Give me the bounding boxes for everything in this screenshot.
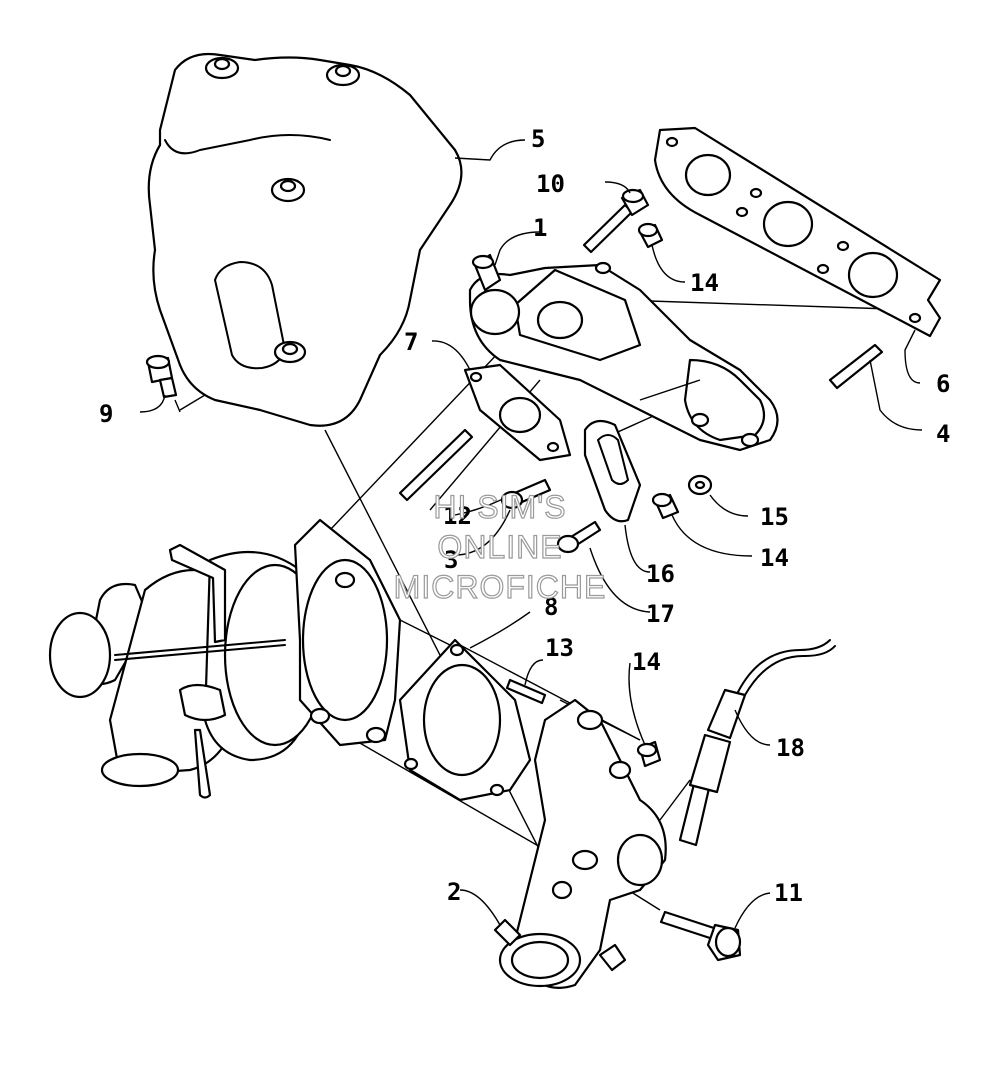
bolt-part-9 [145,354,181,413]
stud-part-13 [505,678,547,705]
heat-shield-part [147,52,463,427]
stud-part-12 [398,428,474,502]
bolt-part-11 [659,910,742,962]
callout-5: 5 [531,125,545,153]
leader-lines [139,139,923,929]
watermark-line-3: MICROFICHE [394,569,607,605]
callout-8: 8 [544,593,558,621]
callout-labels: 1 2 3 4 5 6 7 8 9 10 11 12 13 14 14 14 1… [99,125,950,907]
exhaust-manifold-part-1 [468,253,779,452]
bolt-part-17 [556,520,602,554]
oxygen-sensor-part-18 [678,639,836,847]
bracket-part-16 [583,419,642,523]
nut-part-14-top [637,222,664,249]
watermark-line-2: ONLINE [437,529,562,565]
callout-15: 15 [760,503,789,531]
callout-12: 12 [443,502,472,530]
nut-part-14-middle [651,492,680,520]
gasket-part-8 [398,638,532,802]
callout-11: 11 [774,879,803,907]
callout-9: 9 [99,400,113,428]
callout-7: 7 [404,328,418,356]
callout-13: 13 [545,634,574,662]
turbocharger-part [48,543,327,799]
callout-6: 6 [936,370,950,398]
gasket-part-7 [463,363,572,462]
callout-16: 16 [646,560,675,588]
callout-14-lower: 14 [632,648,661,676]
exhaust-gasket-part-6 [653,126,942,338]
callout-10: 10 [536,170,565,198]
callout-2: 2 [447,878,461,906]
washer-part-15 [687,474,713,496]
callout-18: 18 [776,734,805,762]
callout-17: 17 [646,600,675,628]
bolt-part-10 [582,188,650,254]
stud-part-4 [828,343,884,390]
callout-14-top: 14 [690,269,719,297]
nut-part-14-lower [636,740,662,768]
bolt-part-3 [500,478,552,510]
watermark: HI SIM'S ONLINE MICROFICHE [393,488,607,605]
callout-14-middle: 14 [760,544,789,572]
turbo-flange-part [293,518,402,747]
exhaust-elbow-part-2 [493,698,667,989]
callout-3: 3 [444,546,458,574]
callout-1: 1 [533,214,547,242]
callout-4: 4 [936,420,950,448]
watermark-line-1: HI SIM'S [433,489,566,525]
